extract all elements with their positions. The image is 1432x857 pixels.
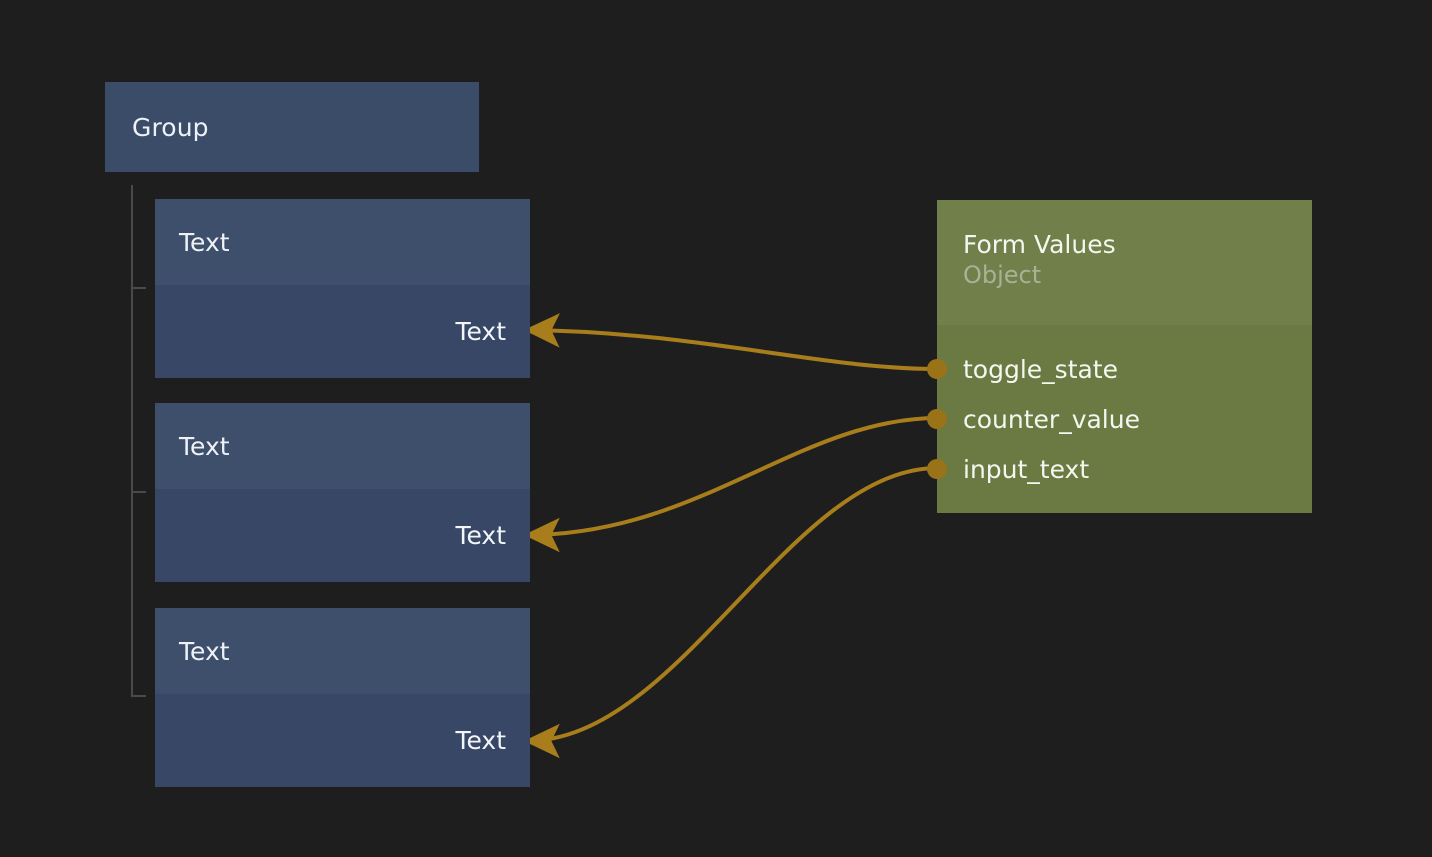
text-node-1-body[interactable]: Text bbox=[155, 285, 530, 378]
text-node-2-value: Text bbox=[455, 521, 506, 550]
text-node-2-body[interactable]: Text bbox=[155, 489, 530, 582]
text-node-3-header[interactable]: Text bbox=[155, 608, 530, 694]
port-dot-counter-value[interactable] bbox=[927, 409, 947, 429]
tree-stub-3 bbox=[131, 695, 146, 697]
port-dot-toggle-state[interactable] bbox=[927, 359, 947, 379]
text-node-3-body[interactable]: Text bbox=[155, 694, 530, 787]
edge-toggle-state-to-text-1 bbox=[523, 313, 940, 371]
port-row-toggle-state[interactable]: toggle_state bbox=[927, 344, 1312, 394]
port-row-counter-value[interactable]: counter_value bbox=[927, 394, 1312, 444]
form-values-node-subtitle: Object bbox=[963, 261, 1042, 289]
text-node-3-value: Text bbox=[455, 726, 506, 755]
form-values-node-body: toggle_state counter_value input_text bbox=[927, 325, 1312, 513]
text-node-3-title: Text bbox=[179, 636, 230, 666]
tree-trunk-line bbox=[131, 185, 133, 697]
text-node-2-title: Text bbox=[179, 431, 230, 461]
form-values-node[interactable]: Form Values Object toggle_state counter_… bbox=[927, 200, 1312, 513]
text-node-1-title: Text bbox=[179, 227, 230, 257]
tree-stub-2 bbox=[131, 491, 146, 493]
port-label-toggle-state: toggle_state bbox=[963, 354, 1118, 384]
text-node-2-header[interactable]: Text bbox=[155, 403, 530, 489]
text-node-2[interactable]: Text Text bbox=[155, 403, 530, 582]
text-node-1-value: Text bbox=[455, 317, 506, 346]
form-values-node-title: Form Values bbox=[963, 230, 1116, 259]
text-node-1-header[interactable]: Text bbox=[155, 199, 530, 285]
text-node-3[interactable]: Text Text bbox=[155, 608, 530, 787]
port-label-counter-value: counter_value bbox=[963, 404, 1140, 434]
text-node-1[interactable]: Text Text bbox=[155, 199, 530, 378]
group-node-title: Group bbox=[132, 112, 209, 142]
group-node[interactable]: Group bbox=[105, 82, 479, 172]
edge-input-text-to-text-3 bbox=[523, 466, 940, 759]
edge-counter-value-to-text-2 bbox=[523, 416, 940, 553]
tree-stub-1 bbox=[131, 287, 146, 289]
port-label-input-text: input_text bbox=[963, 454, 1090, 484]
port-row-input-text[interactable]: input_text bbox=[927, 444, 1312, 494]
port-dot-input-text[interactable] bbox=[927, 459, 947, 479]
form-values-node-header[interactable]: Form Values Object bbox=[937, 200, 1312, 325]
